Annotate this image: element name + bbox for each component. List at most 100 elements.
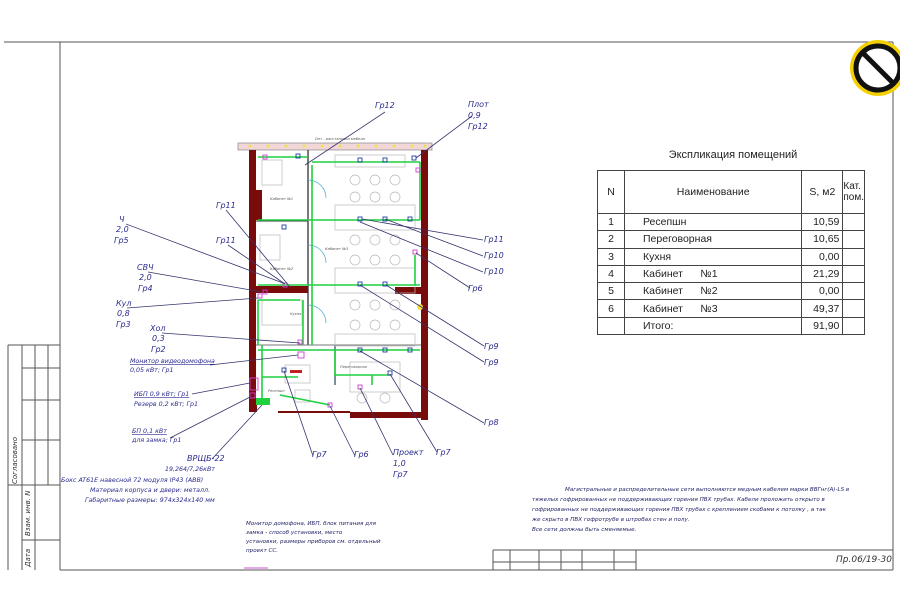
cell-n — [597, 316, 625, 336]
label-gr6: Гр6 — [354, 450, 369, 459]
stamp-date: Дата — [24, 548, 32, 567]
wall-right — [421, 150, 428, 420]
label-ups-reserve: Резерв 0,2 кВт; Гр1 — [134, 401, 198, 408]
label-plot-power: 0,9 — [468, 111, 481, 120]
label-group: Гр7 — [393, 470, 409, 479]
label-gr10: Гр10 — [484, 267, 504, 276]
label-monitor: Монитор видеодомофона — [130, 358, 215, 365]
cell-name: Кабинет №2 — [623, 282, 803, 301]
monitor-note: Монитор домофона, ИБП, блок питания для … — [244, 521, 381, 569]
label-cooler: Кул — [116, 299, 132, 308]
header-area: S, м2 — [801, 170, 844, 214]
cell-area: 10,59 — [801, 212, 844, 232]
cell-name: Кабинет №3 — [623, 299, 803, 318]
general-notes: Магистральные и распределительные сети в… — [531, 487, 849, 533]
wall-left — [249, 150, 256, 410]
label-psu: БП 0,1 кВт — [132, 428, 167, 435]
note-line: гофрированных не поддерживающих горения … — [532, 507, 827, 513]
room-label: Кухня — [290, 312, 302, 316]
note-line: установки, размеры приборов см. отдельны… — [245, 539, 381, 545]
label-power: 0,8 — [117, 309, 130, 318]
label-plot-group: Гр12 — [468, 122, 488, 131]
room-label: Переговорная — [340, 365, 368, 369]
label-ups: ИБП 0,9 кВт; Гр1 — [134, 391, 189, 398]
cell-n: 5 — [597, 282, 625, 301]
leader-lines — [125, 111, 485, 460]
label-gr11: Гр11 — [216, 201, 236, 210]
room-label: Кабинет №1 — [270, 197, 293, 201]
header-name: Наименование — [623, 170, 803, 214]
room-label: Кабинет №3 — [325, 247, 349, 251]
label-group: Гр3 — [116, 320, 131, 329]
label-kettle: Ч — [119, 215, 125, 224]
total-label: Итого: — [623, 316, 803, 336]
label-power: 1,0 — [393, 459, 406, 468]
cell-category — [842, 247, 865, 266]
cell-category — [842, 230, 865, 249]
cell-category — [842, 282, 865, 301]
label-gr10: Гр10 — [484, 251, 504, 260]
header-category: Кат. пом. — [842, 170, 865, 214]
label-group: Гр5 — [114, 236, 129, 245]
label-panel-dims: Габаритные размеры: 974x324x140 мм — [85, 496, 215, 504]
cell-n: 1 — [597, 212, 625, 232]
label-gr7: Гр7 — [436, 448, 452, 457]
label-fridge: Хол — [149, 324, 166, 333]
note-line: же скрыто в ПВХ гофротрубе в штробах сте… — [531, 517, 690, 523]
label-microwave: СВЧ — [137, 263, 154, 272]
distribution-panel — [256, 398, 270, 405]
note-line: замка - способ установки, место — [246, 530, 343, 536]
label-group: Гр4 — [138, 284, 153, 293]
table-total-row: Итого:91,90 — [597, 316, 865, 336]
header-n: N — [597, 170, 625, 214]
label-psu-lock: для замка; Гр1 — [131, 437, 181, 444]
cell-area: 10,65 — [801, 230, 844, 249]
cell-name: Кабинет №1 — [623, 264, 803, 284]
watermark-badge — [850, 40, 900, 96]
cell-area: 49,37 — [801, 299, 844, 318]
cell-category — [842, 299, 865, 318]
label-power: 2,0 — [116, 225, 129, 234]
cell-n: 4 — [597, 264, 625, 284]
label-panel: ВРЩБ-22 — [187, 454, 225, 463]
label-monitor-power: 0,05 кВт; Гр1 — [130, 367, 173, 374]
stamp-agreed: Согласовано — [11, 436, 19, 484]
circuit-labels: Гр12 Плот 0,9 Гр12 Гр11 Гр11 Ч 2,0 Гр5 С… — [61, 100, 504, 504]
label-plot: Плот — [468, 100, 489, 109]
floor-plan: Опт - расстановки мебели — [237, 137, 433, 420]
note-line: Магистральные и распределительные сети в… — [565, 487, 849, 493]
drawing-frame — [4, 41, 894, 571]
label-panel-material: Материал корпуса и двери: металл. — [90, 487, 210, 494]
label-panel-power: 19,264/7,26кВт — [165, 466, 215, 473]
sockets — [249, 154, 421, 408]
label-gr8: Гр8 — [484, 418, 499, 427]
note-line: Монитор домофона, ИБП, блок питания для — [246, 521, 377, 527]
plan-note: Опт - расстановки мебели — [315, 137, 366, 141]
label-group: Гр2 — [151, 345, 166, 354]
note-line: Все сети должны быть сменяемые. — [532, 527, 637, 533]
label-gr12: Гр12 — [375, 101, 395, 110]
cell-n: 6 — [597, 299, 625, 318]
label-gr7: Гр7 — [312, 450, 328, 459]
label-gr6: Гр6 — [468, 284, 483, 293]
cell-category — [842, 212, 865, 232]
table-header: N Наименование S, м2 Кат. пом. — [597, 170, 865, 214]
cell-area: 0,00 — [801, 247, 844, 266]
explication-title: Экспликация помещений — [668, 149, 798, 161]
stamp-replace-inv: Взам. инв. N — [24, 490, 32, 536]
label-gr11-right: Гр11 — [484, 235, 504, 244]
label-gr9: Гр9 — [484, 342, 499, 351]
cell-area: 21,29 — [801, 264, 844, 284]
label-gr11: Гр11 — [216, 236, 236, 245]
note-line: тяжелых гофрированных не поддерживающих … — [532, 497, 825, 503]
label-panel-box: Бокс AT61E навесной 72 модуля IP43 (ABB) — [61, 477, 203, 484]
note-line: проект СС. — [246, 548, 278, 554]
